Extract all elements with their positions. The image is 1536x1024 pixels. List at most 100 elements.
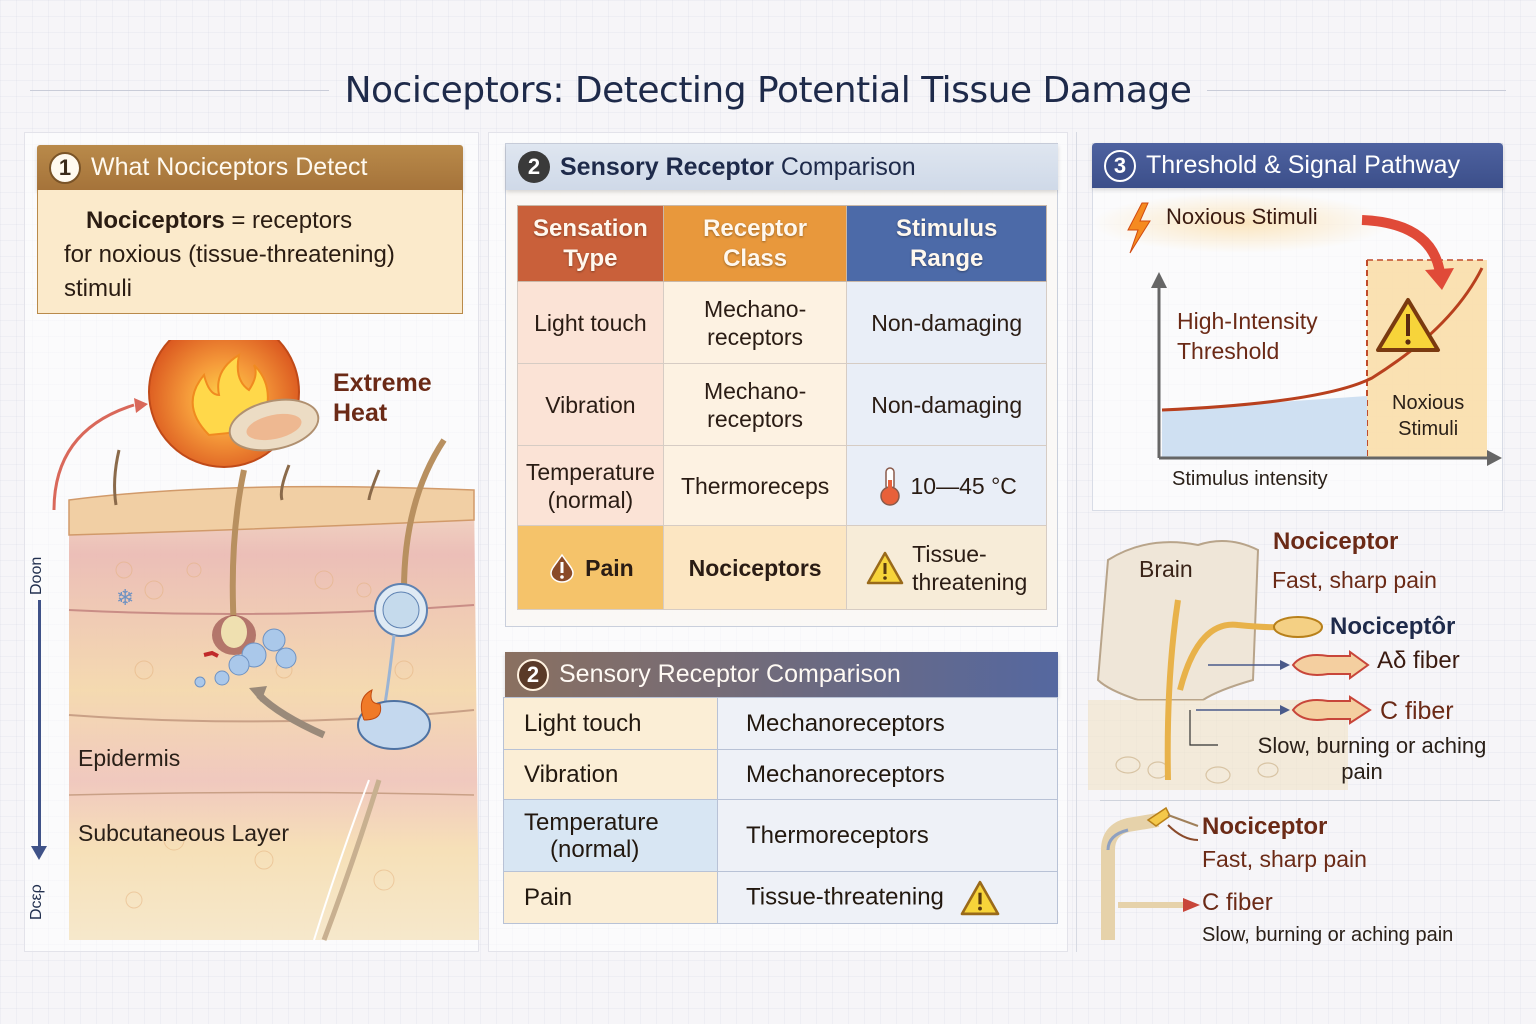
example-c-fiber-label: C fiber: [1202, 889, 1273, 916]
zone-line-1: Noxious: [1392, 392, 1465, 414]
table-row: Pain Tissue-threatening: [503, 871, 1058, 924]
cell-value: Thermoreceptors: [717, 799, 1058, 872]
definition-text-1: = receptors: [231, 207, 353, 234]
cell-line: Temperature: [524, 808, 659, 836]
cell-receptor: Nociceptors: [662, 525, 848, 610]
cell-receptor: Mechano-receptors: [662, 281, 848, 364]
pain-label: Pain: [585, 554, 634, 581]
svg-text:❄: ❄: [116, 585, 134, 610]
definition-term: Nociceptors: [86, 207, 225, 234]
cell-line: (normal): [550, 835, 640, 863]
extreme-heat-label: Extreme Heat: [333, 368, 432, 428]
cell-line: threatening: [912, 568, 1028, 595]
table-row: Light touch Mechano-receptors Non-damagi…: [517, 281, 1047, 364]
section-3-title: Threshold & Signal Pathway: [1146, 151, 1461, 179]
example-fast-pain-label: Fast, sharp pain: [1202, 846, 1367, 872]
header-line: Type: [563, 244, 618, 272]
skin-cross-section-illustration: ❄: [52, 340, 479, 941]
zone-line-2: Stimuli: [1398, 418, 1459, 440]
cell-value: Tissue-threatening: [717, 871, 1058, 924]
heat-label-line-1: Extreme: [333, 369, 432, 397]
section-number-badge: 2: [517, 658, 549, 691]
table-row: Vibration Mechano-receptors Non-damaging: [517, 363, 1047, 446]
cell-receptor: Thermoreceps: [662, 445, 848, 526]
high-intensity-threshold-label: High-Intensity Threshold: [1177, 306, 1318, 366]
c-fiber-label: C fiber: [1380, 697, 1454, 725]
cell-line: Tissue-: [912, 540, 987, 567]
header-line: Class: [723, 244, 788, 272]
cell-line: (normal): [547, 486, 634, 513]
slow-pain-line-2: pain: [1341, 759, 1383, 784]
cell-range: Non-damaging: [846, 363, 1047, 446]
section-3-header: 3 Threshold & Signal Pathway: [1092, 143, 1503, 188]
table-row: Light touch Mechanoreceptors: [503, 697, 1058, 750]
temperature-range: 10—45 °C: [910, 472, 1017, 499]
table-row: Temperature(normal) Thermoreceptors: [503, 799, 1058, 872]
cell-line: Mechano-: [703, 295, 807, 322]
cell-value: Mechanoreceptors: [717, 697, 1058, 750]
depth-top-label: Doon: [28, 556, 45, 595]
cell-value: Mechanoreceptors: [717, 749, 1058, 800]
cell-range: 10—45 °C: [846, 445, 1047, 526]
page-title: Nociceptors: Detecting Potential Tissue …: [344, 69, 1192, 111]
header-line: Sensation: [533, 214, 648, 242]
cell-receptor: Mechano-receptors: [662, 363, 848, 446]
value-text: Tissue-threatening: [746, 882, 944, 910]
x-axis-label: Stimulus intensity: [1172, 468, 1328, 490]
brain-label: Brain: [1139, 556, 1193, 582]
header-line: Range: [910, 244, 984, 272]
warning-drop-icon: [550, 553, 574, 583]
section-2-header: 2 Sensory Receptor Comparison: [506, 144, 1058, 190]
warning-triangle-icon: [866, 551, 904, 584]
definition-box: Nociceptors = receptors for noxious (tis…: [37, 190, 463, 314]
cell-line: receptors: [707, 323, 804, 350]
section-number-badge: 2: [518, 151, 550, 183]
cell-sensation: Temperature(normal): [517, 445, 664, 526]
thermometer-icon: [879, 466, 900, 506]
threshold-graph: [1092, 193, 1502, 466]
header-line: Stimulus: [896, 214, 998, 242]
pathway-fast-pain-label: Fast, sharp pain: [1272, 567, 1437, 593]
cell-sensation: Vibration: [517, 363, 664, 446]
table-row-pain: Pain Nociceptors Tissue-threatening: [517, 525, 1047, 610]
cell-sensation: Vibration: [503, 749, 718, 800]
depth-bottom-label: Dcερ: [28, 884, 45, 920]
title-row: Nociceptors: Detecting Potential Tissue …: [30, 62, 1506, 118]
slow-pain-line-1: Slow, burning or aching: [1257, 733, 1487, 758]
noxious-stimuli-label: Noxious Stimuli: [1166, 204, 1318, 229]
cell-sensation: Light touch: [503, 697, 718, 750]
signal-pathway-illustration: [1088, 540, 1372, 940]
tissue-threatening-text: Tissue-threatening: [912, 540, 1027, 596]
cell-range: Non-damaging: [846, 281, 1047, 364]
column-divider: [1076, 132, 1077, 952]
cell-line: receptors: [707, 405, 804, 432]
header-line: Receptor: [703, 214, 808, 242]
depth-axis-line: [38, 600, 41, 850]
threshold-line-2: Threshold: [1177, 338, 1280, 364]
warning-triangle-icon: [960, 880, 999, 915]
section-1-header: 1 What Nociceptors Detect: [37, 145, 463, 190]
example-slow-pain-label: Slow, burning or aching pain: [1202, 924, 1454, 946]
section-separator: [1100, 800, 1500, 801]
depth-arrow-icon: [31, 846, 47, 860]
slow-pain-label: Slow, burning or aching pain: [1222, 733, 1522, 785]
title-rule-left: [30, 89, 329, 91]
noxious-zone-label: Noxious Stimuli: [1392, 390, 1464, 442]
section-2-summary-title: Sensory Receptor Comparison: [559, 660, 901, 688]
section-2-title: Sensory Receptor Comparison: [560, 153, 916, 182]
section-number-badge: 1: [49, 151, 81, 184]
a-delta-fiber-label: Aδ fiber: [1377, 647, 1460, 674]
table-row: Vibration Mechanoreceptors: [503, 749, 1058, 800]
cell-sensation: Pain: [503, 871, 718, 924]
table-row: Temperature(normal) Thermoreceps 10—45 °…: [517, 445, 1047, 526]
section-2-summary-header: 2 Sensory Receptor Comparison: [505, 652, 1058, 697]
cell-range: Tissue-threatening: [846, 525, 1047, 610]
cell-line: Mechano-: [703, 377, 807, 404]
heat-label-line-2: Heat: [333, 399, 388, 427]
epidermis-label: Epidermis: [78, 745, 181, 771]
receptor-summary-table: Light touch Mechanoreceptors Vibration M…: [503, 697, 1058, 924]
section-2-title-bold: Sensory Receptor: [560, 152, 774, 181]
